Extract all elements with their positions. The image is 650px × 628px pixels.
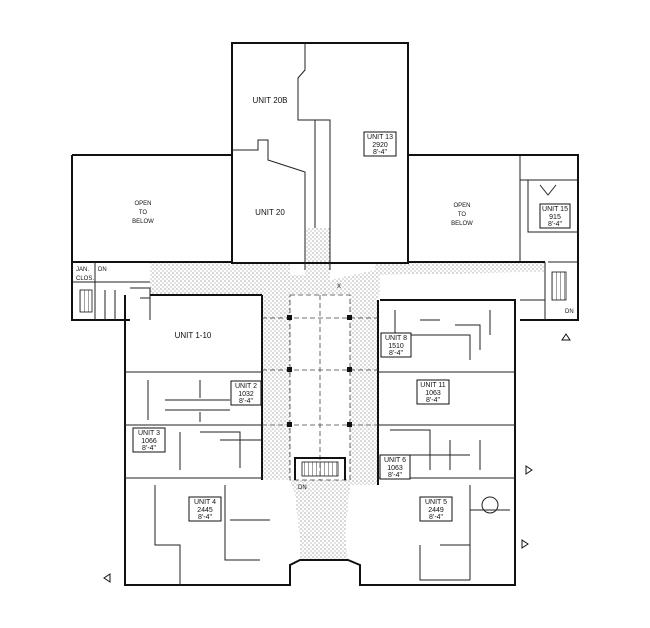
svg-text:UNIT 8: UNIT 8 xyxy=(385,335,407,342)
area-labels: UNIT 20B UNIT 20 UNIT 1-10 OPEN TO BELOW… xyxy=(76,96,574,491)
label-unit-20: UNIT 20 xyxy=(255,208,285,217)
svg-text:8'-4": 8'-4" xyxy=(429,514,443,521)
lower-block xyxy=(124,294,516,586)
label-open-left-3: BELOW xyxy=(132,219,154,225)
unit-tag-3: UNIT 3 1066 8'-4" xyxy=(132,427,166,453)
unit-tag-4: UNIT 4 2445 8'-4" xyxy=(188,496,222,522)
svg-text:1032: 1032 xyxy=(238,391,254,398)
svg-text:2449: 2449 xyxy=(428,507,444,514)
label-jan-dn: DN xyxy=(98,267,107,273)
unit-tag-5: UNIT 5 2449 8'-4" xyxy=(419,496,453,522)
label-unit-1-10: UNIT 1-10 xyxy=(175,331,212,340)
center-stair xyxy=(301,461,339,477)
atrium xyxy=(262,294,378,481)
left-wing xyxy=(71,154,232,321)
svg-text:2920: 2920 xyxy=(372,142,388,149)
svg-text:UNIT 6: UNIT 6 xyxy=(384,457,406,464)
unit-20b-divider xyxy=(297,43,331,270)
svg-text:UNIT 4: UNIT 4 xyxy=(194,499,216,506)
corridors xyxy=(150,228,545,560)
label-open-right-1: OPEN xyxy=(453,203,470,209)
upper-corridor xyxy=(150,228,545,295)
label-stair-right-dn: DN xyxy=(565,309,574,315)
unit-tag-6: UNIT 6 1063 8'-4" xyxy=(379,454,411,480)
right-corridor xyxy=(350,295,378,485)
upper-wing xyxy=(231,42,409,270)
svg-text:8'-4": 8'-4" xyxy=(198,514,212,521)
svg-text:UNIT 15: UNIT 15 xyxy=(542,206,568,213)
label-open-right-3: BELOW xyxy=(451,221,473,227)
svg-text:UNIT 3: UNIT 3 xyxy=(138,430,160,437)
svg-text:1063: 1063 xyxy=(387,465,403,472)
label-open-right-2: TO xyxy=(458,212,467,218)
unit-tag-11: UNIT 11 1063 8'-4" xyxy=(416,379,450,405)
svg-text:UNIT 11: UNIT 11 xyxy=(420,382,446,389)
left-stair xyxy=(79,289,93,313)
svg-text:8'-4": 8'-4" xyxy=(548,221,562,228)
lower-outline xyxy=(124,295,516,586)
label-unit-20b: UNIT 20B xyxy=(253,96,288,105)
svg-text:UNIT 13: UNIT 13 xyxy=(367,134,393,141)
svg-text:2445: 2445 xyxy=(197,507,213,514)
svg-text:8'-4": 8'-4" xyxy=(239,398,253,405)
label-jan: JAN. xyxy=(76,267,89,273)
svg-text:UNIT 2: UNIT 2 xyxy=(235,383,257,390)
left-corridor xyxy=(262,295,290,480)
svg-text:8'-4": 8'-4" xyxy=(389,350,403,357)
corridor-x-mark: X xyxy=(337,284,341,290)
right-stair xyxy=(551,271,567,301)
upper-wing-outline xyxy=(231,42,409,264)
label-stair-center-dn: DN xyxy=(298,485,307,491)
unit-tag-2: UNIT 2 1032 8'-4" xyxy=(230,380,262,406)
entry-corridor xyxy=(300,535,348,560)
unit-20-divider xyxy=(232,139,306,270)
svg-text:UNIT 5: UNIT 5 xyxy=(425,499,447,506)
unit-tag-8: UNIT 8 1510 8'-4" xyxy=(380,332,412,358)
round-column xyxy=(481,496,499,514)
label-clos: CLOS. xyxy=(76,276,94,282)
center-stair-outline xyxy=(294,457,346,480)
svg-text:1066: 1066 xyxy=(141,438,157,445)
unit-tag-15: UNIT 15 915 8'-4" xyxy=(539,203,571,229)
entry-markers xyxy=(103,333,571,583)
label-open-left-1: OPEN xyxy=(134,201,151,207)
svg-text:8'-4": 8'-4" xyxy=(426,397,440,404)
unit-tag-13: UNIT 13 2920 8'-4" xyxy=(363,131,397,157)
svg-text:1510: 1510 xyxy=(388,343,404,350)
right-wing xyxy=(408,154,579,321)
label-open-left-2: TO xyxy=(139,210,148,216)
svg-text:8'-4": 8'-4" xyxy=(388,472,402,479)
svg-text:915: 915 xyxy=(549,214,561,221)
svg-text:8'-4": 8'-4" xyxy=(373,149,387,156)
svg-text:1063: 1063 xyxy=(425,390,441,397)
unit-tags: UNIT 13 2920 8'-4" UNIT 15 915 8'-4" UNI… xyxy=(132,131,571,522)
lobby-corridor xyxy=(290,480,350,540)
svg-text:8'-4": 8'-4" xyxy=(142,445,156,452)
